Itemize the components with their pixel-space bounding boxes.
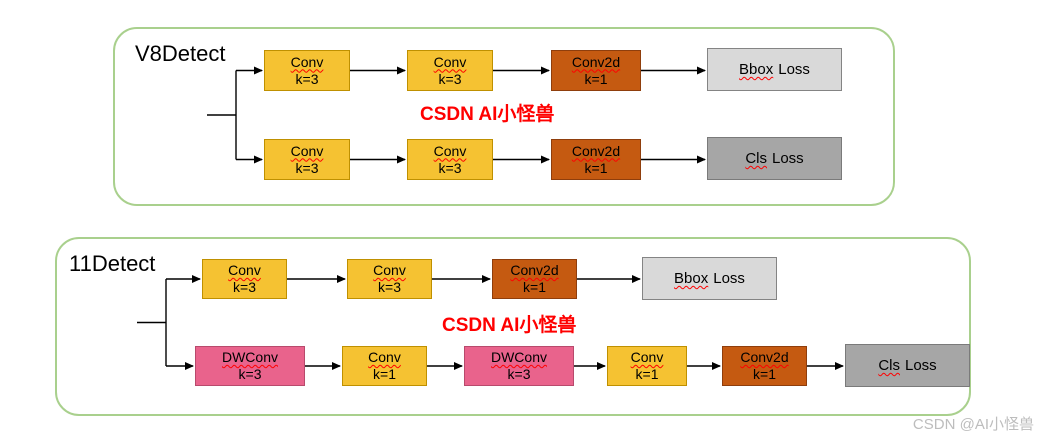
v8detect-panel: V8Detect Conv k=3 Conv k=3 — [113, 27, 895, 206]
conv2d-block: Conv2d k=1 — [722, 346, 807, 386]
corner-watermark: CSDN @AI小怪兽 — [912, 416, 1034, 433]
block-label-line2: k=3 — [295, 159, 319, 176]
block-label-line2: k=1 — [584, 159, 608, 176]
block-label-line2: k=1 — [373, 366, 396, 382]
conv-block: Conv k=3 — [264, 50, 350, 91]
block-label-line1: Conv — [290, 53, 324, 70]
block-label-line2: k=3 — [507, 366, 531, 382]
conv-block: Conv k=3 — [407, 139, 493, 180]
conv2d-block: Conv2d k=1 — [492, 259, 577, 299]
conv2d-block: Conv2d k=1 — [551, 139, 641, 180]
panel-title: V8Detect — [135, 41, 226, 66]
panel-title: 11Detect — [69, 251, 156, 276]
dwconv-block: DWConv k=3 — [195, 346, 305, 386]
block-label-line2: k=1 — [523, 279, 546, 295]
loss-word: Cls — [878, 357, 900, 374]
conv-block: Conv k=3 — [202, 259, 287, 299]
loss-rest: Loss — [778, 61, 810, 78]
conv-block: Conv k=1 — [607, 346, 687, 386]
loss-word: Cls — [745, 150, 767, 167]
conv-block: Conv k=3 — [407, 50, 493, 91]
center-watermark: CSDN AI小怪兽 — [442, 315, 577, 336]
block-label-line1: Conv2d — [571, 142, 621, 159]
block-label-line2: k=3 — [438, 70, 462, 87]
loss-rest: Loss — [713, 270, 745, 287]
block-label-line2: k=3 — [378, 279, 401, 295]
block-label-line2: k=3 — [295, 70, 319, 87]
conv2d-block: Conv2d k=1 — [551, 50, 641, 91]
loss-word: Bbox — [674, 270, 709, 287]
block-label-line2: k=3 — [438, 159, 462, 176]
block-label-line1: DWConv — [221, 349, 278, 365]
block-label-line2: k=1 — [753, 366, 776, 382]
block-label-line1: Conv2d — [571, 53, 621, 70]
block-label-line2: k=3 — [238, 366, 262, 382]
block-label-line1: Conv — [433, 53, 467, 70]
block-label-line1: Conv — [290, 142, 324, 159]
11detect-panel: 11Detect Conv k=3 Conv — [55, 237, 971, 416]
block-label-line2: k=1 — [635, 366, 659, 382]
block-label-line1: Conv — [433, 142, 467, 159]
loss-word: Bbox — [739, 61, 774, 78]
loss-rest: Loss — [771, 150, 804, 167]
block-label-line2: k=1 — [584, 70, 608, 87]
block-label-line1: Conv — [630, 349, 664, 365]
block-label-line1: Conv — [373, 262, 406, 278]
block-label-line2: k=3 — [233, 279, 256, 295]
center-watermark: CSDN AI小怪兽 — [420, 104, 555, 125]
dwconv-block: DWConv k=3 — [464, 346, 574, 386]
conv-block: Conv k=3 — [264, 139, 350, 180]
block-label-line1: Conv2d — [510, 262, 559, 278]
block-label-line1: DWConv — [490, 349, 547, 365]
block-label-line1: Conv — [228, 262, 261, 278]
conv-block: Conv k=3 — [347, 259, 432, 299]
conv-block: Conv k=1 — [342, 346, 427, 386]
loss-rest: Loss — [904, 357, 937, 374]
block-label-line1: Conv2d — [740, 349, 789, 365]
block-label-line1: Conv — [368, 349, 401, 365]
